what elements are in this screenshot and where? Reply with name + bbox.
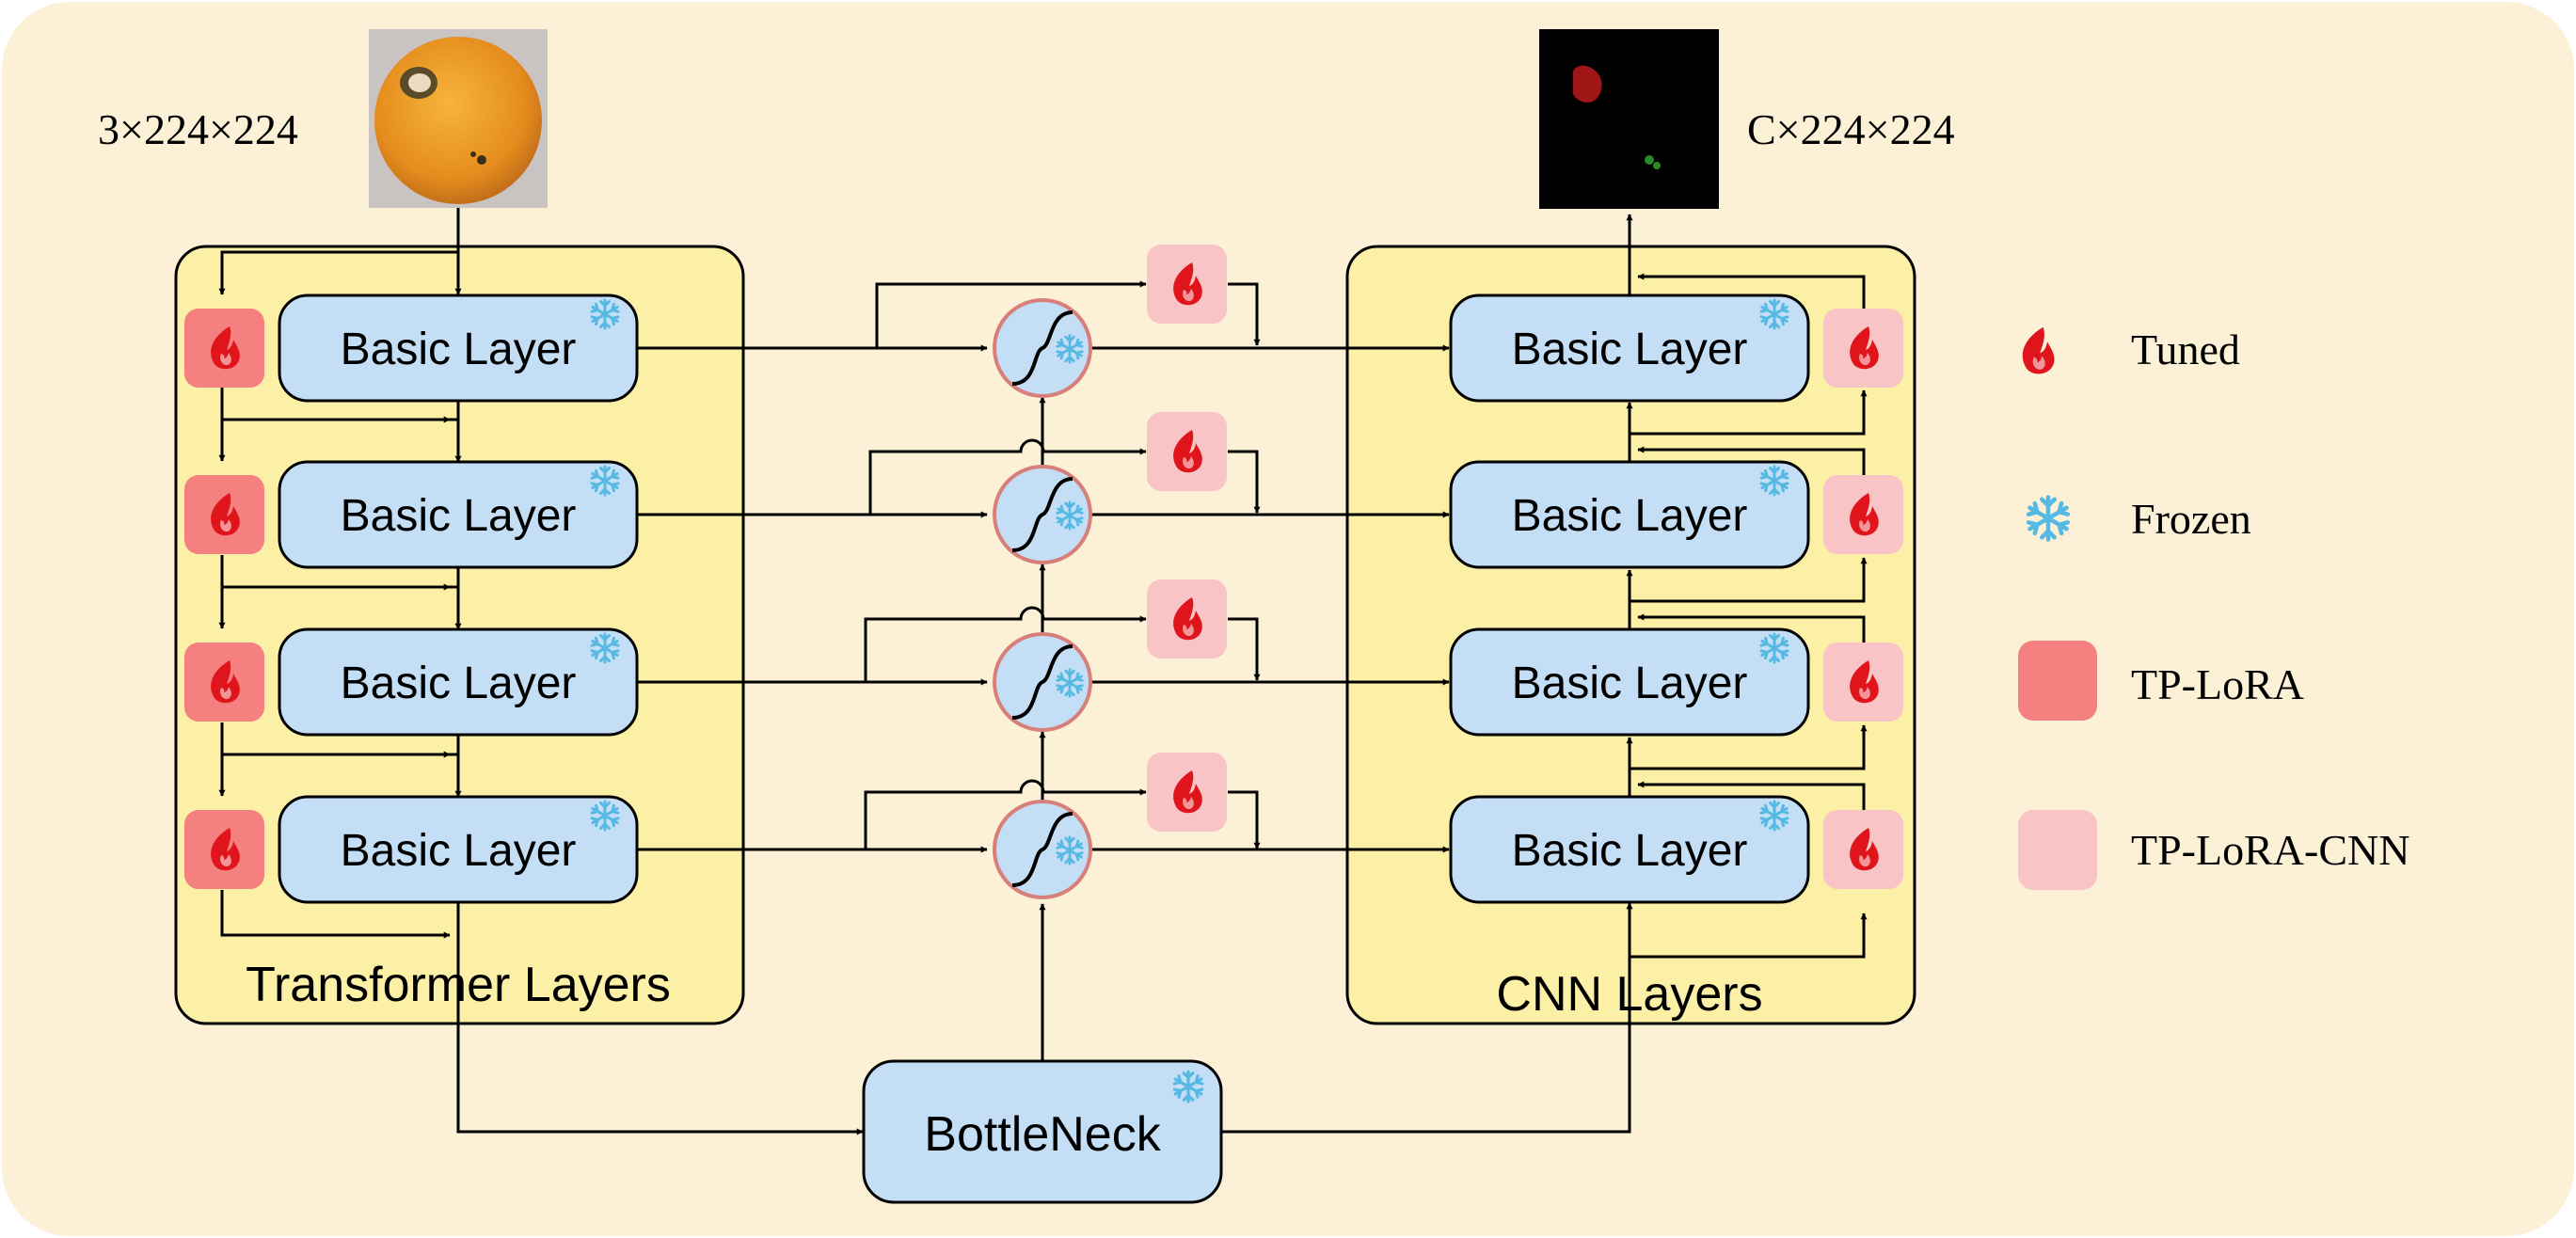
sigmoid-gate-icon	[1011, 477, 1073, 552]
legend-frozen: Frozen	[2131, 495, 2251, 543]
cnn-basic-layer: Basic Layer	[1449, 294, 1810, 403]
tp-lora-adapter	[184, 309, 264, 388]
legend-tp-lora: TP-LoRA	[2131, 660, 2304, 708]
legend-tuned: Tuned	[2131, 325, 2240, 373]
tp-lora-cnn-adapter	[1147, 579, 1227, 659]
tp-lora-cnn-adapter	[1823, 643, 1903, 722]
tp-lora-adapter	[184, 643, 264, 722]
basic-layer-label: Basic Layer	[341, 659, 577, 708]
tp-lora-adapter	[184, 475, 264, 554]
tp-lora-cnn-adapter	[1823, 309, 1903, 388]
sigmoid-gate-icon	[1011, 310, 1073, 386]
basic-layer-label: Basic Layer	[1512, 826, 1748, 876]
output-shape-label: C×224×224	[1747, 105, 1955, 153]
skip-gate	[993, 632, 1092, 732]
basic-layer-label: Basic Layer	[341, 826, 577, 876]
basic-layer-label: Basic Layer	[1512, 325, 1748, 374]
tp-lora-cnn-adapter	[1147, 412, 1227, 491]
sigmoid-gate-icon	[1011, 644, 1073, 720]
tp-lora-cnn-adapter	[1823, 475, 1903, 554]
input-image	[369, 29, 548, 208]
cnn-basic-layer: Basic Layer	[1449, 795, 1810, 904]
transformer-basic-layer: Basic Layer	[278, 627, 639, 737]
bottleneck-block: BottleNeck	[862, 1059, 1223, 1204]
legend-tp-lora-swatch	[2018, 641, 2097, 721]
skip-gate	[993, 800, 1092, 899]
sigmoid-gate-icon	[1011, 812, 1073, 887]
tp-lora-cnn-adapter	[1823, 810, 1903, 889]
legend-tp-lora-cnn-swatch	[2018, 810, 2097, 890]
transformer-basic-layer: Basic Layer	[278, 795, 639, 904]
basic-layer-label: Basic Layer	[1512, 659, 1748, 708]
tp-lora-cnn-adapter	[1147, 245, 1227, 324]
cnn-basic-layer: Basic Layer	[1449, 627, 1810, 737]
bottleneck-label: BottleNeck	[924, 1107, 1161, 1162]
cnn-basic-layer: Basic Layer	[1449, 460, 1810, 569]
legend: Tuned Frozen TP-LoRA TP-LoRA-CNN	[2018, 325, 2409, 890]
basic-layer-label: Basic Layer	[341, 491, 577, 541]
output-mask	[1539, 29, 1719, 209]
transformer-basic-layer: Basic Layer	[278, 294, 639, 403]
basic-layer-label: Basic Layer	[341, 325, 577, 374]
skip-gate	[993, 298, 1092, 398]
tp-lora-adapter	[184, 810, 264, 889]
transformer-basic-layer: Basic Layer	[278, 460, 639, 569]
legend-tp-lora-cnn: TP-LoRA-CNN	[2131, 826, 2409, 874]
input-shape-label: 3×224×224	[98, 105, 298, 153]
tp-lora-cnn-adapter	[1147, 753, 1227, 832]
skip-gate	[993, 465, 1092, 564]
basic-layer-label: Basic Layer	[1512, 491, 1748, 541]
